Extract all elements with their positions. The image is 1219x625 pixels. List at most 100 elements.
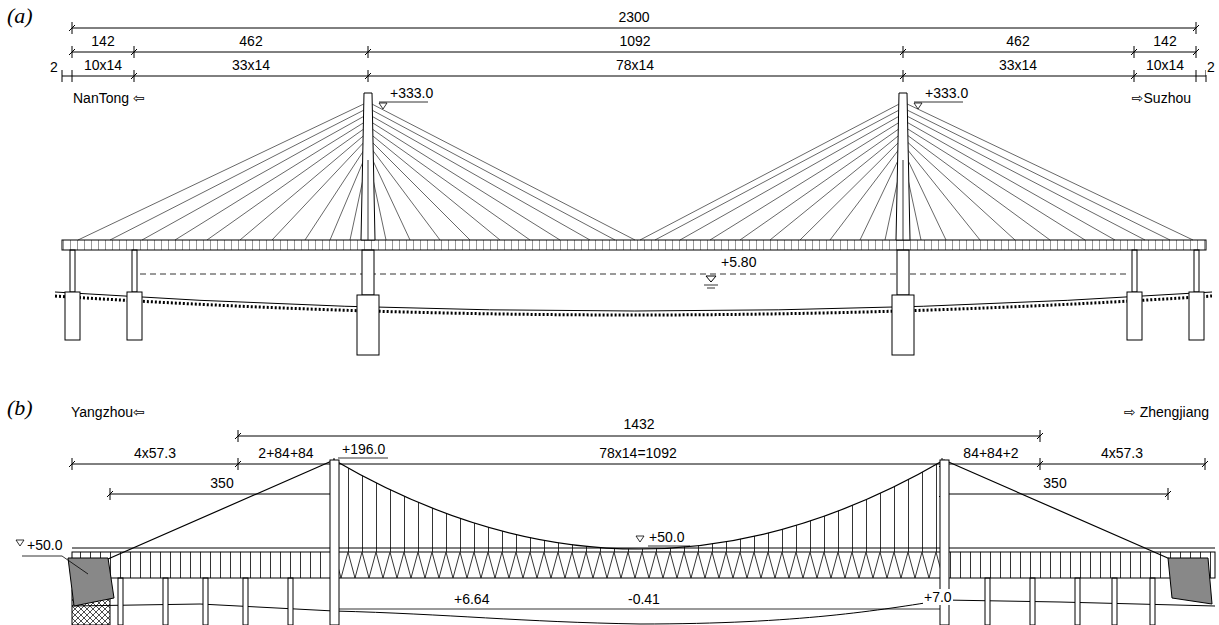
anchorage: [1168, 558, 1212, 604]
pier: [1150, 578, 1155, 625]
dimension-label: 1432: [622, 416, 655, 432]
dimension-label: 350: [1042, 475, 1067, 491]
side-cable: [92, 460, 1186, 566]
level-mark: [706, 276, 716, 282]
dimension-line: [110, 494, 334, 495]
pylon: [896, 93, 910, 240]
pier: [118, 578, 123, 625]
stay-fan: [368, 102, 635, 240]
pylon-foundation: [892, 295, 914, 355]
side-truss: [72, 552, 334, 578]
pylon-foundation: [357, 295, 379, 355]
water-level-label: +6.64: [453, 591, 490, 607]
dimension-label: 78x14=1092: [598, 445, 677, 461]
dimension-label: 142: [90, 33, 115, 49]
panel-letter: (a): [6, 4, 34, 28]
pier: [132, 250, 137, 292]
dimension-line: [62, 76, 1206, 77]
dimension-label: 10x14: [1145, 57, 1185, 73]
level-underline: [914, 102, 963, 103]
approach-piers-b: [118, 578, 1155, 625]
level-mark: [379, 103, 387, 109]
dimension-label: 84+84+2: [962, 445, 1019, 461]
riverbed-hatch: [55, 296, 1212, 315]
pylon-detail: [903, 160, 904, 240]
dimension-lines-b: [69, 430, 1208, 500]
hangers: [334, 460, 944, 552]
dimension-line: [238, 436, 1040, 437]
dimension-label: 2: [49, 59, 59, 75]
dimension-label: 2300: [617, 9, 650, 25]
pier: [985, 578, 990, 625]
pier: [1132, 250, 1137, 292]
dimension-label: 78x14: [615, 57, 655, 73]
level-mark: [914, 103, 922, 109]
pylon-base: [362, 250, 374, 295]
level-mark-lines: [704, 285, 718, 288]
stay-fan: [640, 102, 903, 240]
direction-label: NanTong ⇦: [72, 90, 146, 106]
dimension-label: 4x57.3: [133, 445, 177, 461]
water-level-label: -0.41: [627, 591, 661, 607]
dimension-label: 2: [1206, 59, 1216, 75]
direction-label: ⇨ Zhengjiang: [1123, 404, 1210, 420]
elevation-label: +333.0: [389, 85, 434, 101]
pylon: [361, 93, 375, 240]
water-level-line: [334, 609, 944, 610]
pier: [1030, 578, 1035, 625]
pier-foundation: [127, 292, 142, 340]
dimension-lines-a: [62, 22, 1206, 82]
water-level-label: +7.0: [923, 589, 953, 605]
dimension-label: 2+84+84: [257, 445, 314, 461]
dimension-label: 33x14: [998, 57, 1038, 73]
dimension-label: 462: [1005, 33, 1030, 49]
pier: [243, 578, 248, 625]
dimension-label: 10x14: [83, 57, 123, 73]
pier: [1075, 578, 1080, 625]
dimension-label: 1092: [618, 33, 651, 49]
water-level-label: +5.80: [720, 254, 757, 270]
elevation-label: +50.0: [648, 529, 685, 545]
pylon-detail: [368, 160, 369, 240]
road-deck: [72, 548, 1215, 549]
pier: [203, 578, 208, 625]
pier: [70, 250, 75, 292]
dimension-label: 462: [238, 33, 263, 49]
panel-letter: (b): [6, 396, 34, 420]
pylon-base: [897, 250, 909, 295]
pier: [1194, 250, 1199, 292]
main-cable: [334, 460, 944, 549]
pier-foundation: [1127, 292, 1142, 340]
elevation-label: +333.0: [924, 85, 969, 101]
elevation-label: +50.0: [26, 537, 63, 553]
dimension-label: 350: [209, 475, 234, 491]
stay-cables: [78, 102, 1193, 240]
dimension-line: [72, 464, 1205, 465]
level-underline: [648, 546, 690, 547]
pier: [1112, 578, 1117, 625]
stay-fan: [903, 102, 1193, 240]
pier-foundation: [1189, 292, 1204, 340]
pier: [288, 578, 293, 625]
dimension-label: 142: [1152, 33, 1177, 49]
dimension-label: 33x14: [231, 57, 271, 73]
direction-label: ⇨Suzhou: [1131, 90, 1192, 106]
riverbed-line: [55, 292, 1212, 311]
pier: [163, 578, 168, 625]
level-underline: [338, 458, 388, 459]
dimension-line: [72, 52, 1196, 53]
piers-a: [65, 250, 1204, 355]
dimension-label: 4x57.3: [1100, 445, 1144, 461]
water-level-line: [140, 274, 1130, 275]
level-underline: [379, 102, 428, 103]
dimension-line: [72, 28, 1196, 29]
level-mark: [16, 540, 24, 546]
tower: [330, 460, 339, 625]
elevation-label: +196.0: [341, 441, 386, 457]
leader-line: [22, 556, 88, 574]
pier-foundation: [65, 292, 80, 340]
stiffening-truss: [334, 552, 944, 578]
